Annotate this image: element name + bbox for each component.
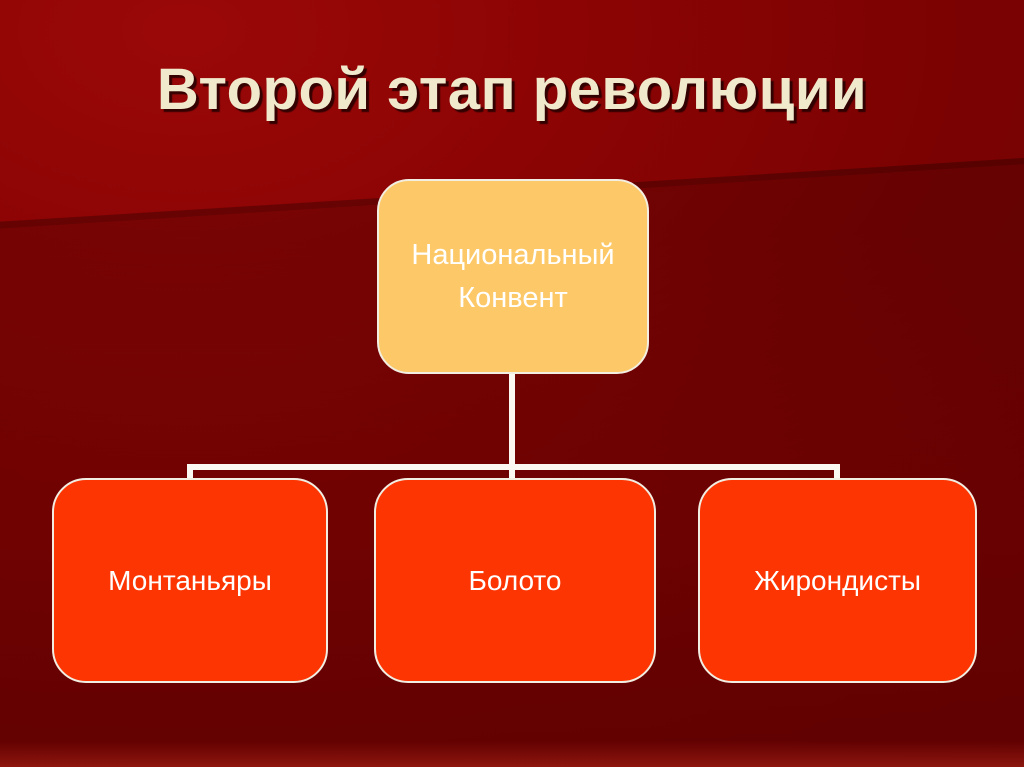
- org-node-montagnards: Монтаньяры: [52, 478, 328, 683]
- org-node-label: Болото: [468, 564, 562, 596]
- connector-root-vertical: [509, 372, 515, 480]
- org-node-national-convention: Национальный Конвент: [377, 179, 649, 374]
- org-node-girondins: Жирондисты: [698, 478, 977, 683]
- connector-left-stub: [187, 464, 193, 480]
- background-bottom-glow: [0, 741, 1024, 767]
- org-node-label: Монтаньяры: [108, 564, 272, 596]
- org-node-marsh: Болото: [374, 478, 656, 683]
- connector-right-stub: [834, 464, 840, 480]
- slide-title: Второй этап революции: [156, 57, 868, 122]
- org-node-label: Национальный Конвент: [411, 239, 615, 314]
- connector-horizontal-bar: [187, 464, 840, 470]
- org-node-label: Жирондисты: [753, 564, 922, 596]
